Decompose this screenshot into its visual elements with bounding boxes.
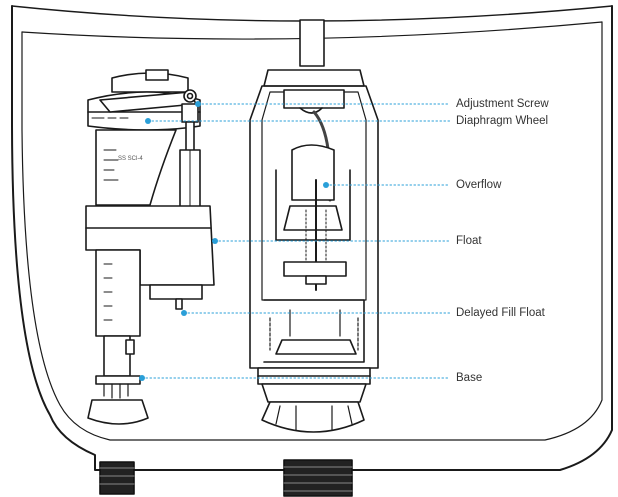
label-float: Float: [456, 235, 482, 247]
dot-float: [212, 238, 218, 244]
dot-base: [139, 375, 145, 381]
outlet-pipe-thread: [283, 459, 353, 497]
label-adjustment-screw: Adjustment Screw: [456, 98, 549, 110]
svg-text:SS SCl-4: SS SCl-4: [118, 156, 143, 162]
label-delayed-fill-float: Delayed Fill Float: [456, 307, 545, 319]
flush-valve: [249, 19, 379, 433]
inlet-pipe-thread: [99, 461, 135, 495]
label-overflow: Overflow: [456, 179, 502, 191]
leader-lines: [141, 103, 451, 379]
fill-valve: SS SCl-4: [85, 69, 215, 425]
label-diaphragm-wheel: Diaphragm Wheel: [456, 115, 549, 127]
dot-delayed-fill-float: [181, 310, 187, 316]
dot-diaphragm-wheel: [145, 118, 151, 124]
label-base: Base: [456, 372, 483, 384]
dot-overflow: [323, 182, 329, 188]
leader-dots: [139, 101, 329, 381]
dot-adjustment-screw: [195, 101, 201, 107]
